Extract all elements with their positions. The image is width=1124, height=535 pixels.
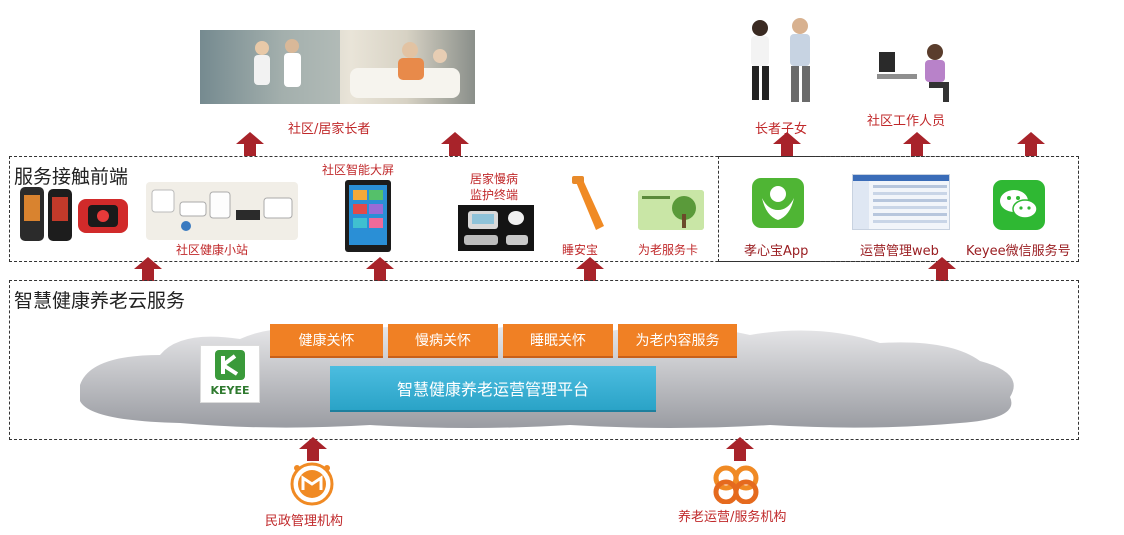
chronic-monitor-label-line2: 监护终端 (470, 188, 519, 202)
chronic-monitor-picture (458, 205, 534, 251)
arrow-up-icon (441, 132, 469, 156)
keyee-logo-text: KEYEE (210, 384, 250, 397)
health-station-picture (146, 182, 298, 240)
arrow-up-icon (576, 257, 604, 281)
elder-service-card-label: 为老服务卡 (638, 243, 699, 257)
xiaoxinbao-app-icon (752, 178, 804, 228)
children-photo (722, 16, 836, 106)
keyee-logo: KEYEE (200, 345, 260, 403)
arrow-up-icon (299, 437, 327, 461)
cloud-service-box (9, 280, 1079, 440)
arrow-up-icon (366, 257, 394, 281)
service-chronic-care: 慢病关怀 (388, 324, 498, 358)
elder-service-card-picture (638, 190, 704, 230)
arrow-up-icon (1017, 132, 1045, 156)
cloud-service-title: 智慧健康养老云服务 (14, 290, 186, 312)
civil-affairs-logo (283, 460, 341, 506)
civil-affairs-label: 民政管理机构 (265, 514, 344, 529)
arrow-up-icon (726, 437, 754, 461)
service-sleep-care: 睡眠关怀 (503, 324, 613, 358)
phones-devices-picture (18, 185, 130, 245)
arrow-up-icon (134, 257, 162, 281)
xiaoxinbao-app-label: 孝心宝App (744, 244, 809, 259)
community-staff-photo (873, 38, 969, 104)
arrow-up-icon (903, 132, 931, 156)
management-frontend-box (718, 156, 1079, 262)
chronic-monitor-label-line1: 居家慢病 (470, 172, 519, 186)
service-frontend-title: 服务接触前端 (14, 166, 129, 188)
operation-platform-bar: 智慧健康养老运营管理平台 (330, 366, 656, 412)
management-web-label: 运营管理web (860, 244, 939, 259)
service-elder-content: 为老内容服务 (618, 324, 737, 358)
wechat-service-label: Keyee微信服务号 (966, 244, 1071, 259)
sleep-device-picture (566, 172, 610, 232)
elderly-service-operator-logo (708, 464, 764, 504)
elderly-service-operator-label: 养老运营/服务机构 (678, 510, 787, 525)
elderly-residents-photo (200, 30, 475, 104)
wechat-icon (993, 180, 1045, 230)
management-web-picture (852, 174, 950, 230)
community-staff-label: 社区工作人员 (867, 114, 946, 129)
sleep-device-label: 睡安宝 (562, 243, 599, 257)
smart-screen-picture (345, 180, 391, 252)
children-label: 长者子女 (755, 122, 808, 137)
arrow-up-icon (236, 132, 264, 156)
smart-screen-label: 社区智能大屏 (322, 163, 395, 177)
elderly-residents-label: 社区/居家长者 (288, 122, 371, 137)
arrow-up-icon (928, 257, 956, 281)
service-health-care: 健康关怀 (270, 324, 383, 358)
arrow-up-icon (773, 132, 801, 156)
health-station-label: 社区健康小站 (176, 243, 249, 257)
